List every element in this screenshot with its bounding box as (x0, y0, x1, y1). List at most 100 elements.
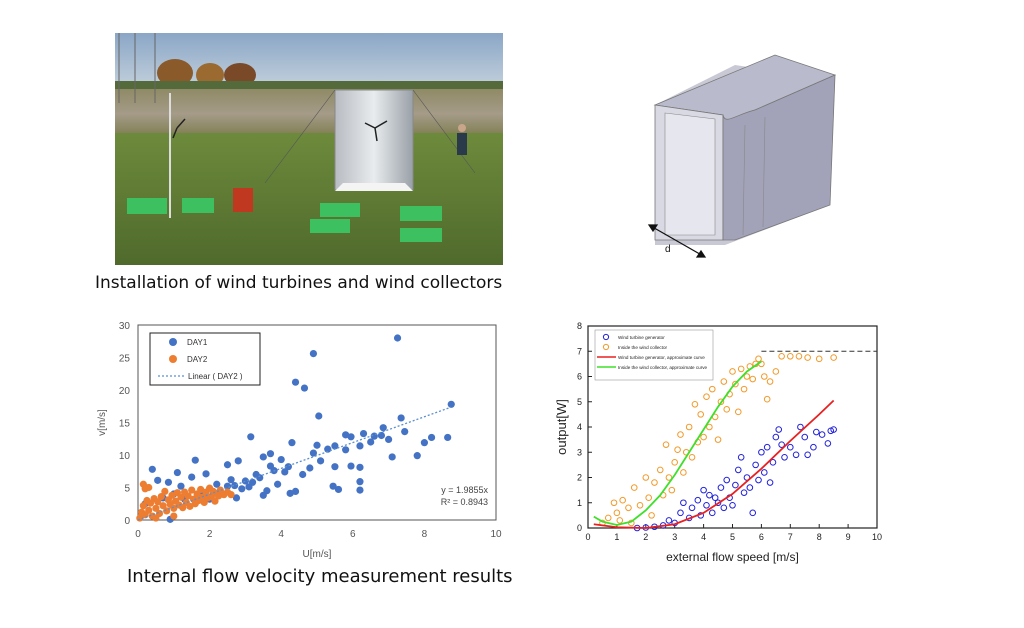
data-point (769, 459, 777, 466)
x-tick-label: 5 (730, 532, 735, 542)
data-point (781, 454, 788, 461)
y-tick-label: 8 (577, 321, 582, 331)
data-point-day1 (247, 433, 255, 441)
data-point (778, 441, 785, 448)
data-point (610, 499, 618, 507)
data-point-day1 (334, 485, 343, 494)
data-point-day1 (288, 439, 296, 447)
data-point (700, 486, 707, 494)
data-point (665, 474, 673, 481)
data-point (703, 393, 710, 400)
data-point (694, 496, 702, 504)
data-point (729, 501, 736, 509)
legend-marker (602, 343, 610, 351)
data-point-day2 (152, 514, 160, 522)
data-point (625, 504, 632, 512)
y-tick-label: 0 (124, 516, 130, 527)
legend-label: DAY1 (187, 338, 208, 347)
installation-photo (115, 33, 503, 265)
data-point (749, 375, 757, 383)
data-point (824, 440, 832, 447)
data-point-day2 (152, 504, 160, 512)
data-point-day2 (161, 487, 169, 495)
data-point-day2 (179, 504, 187, 512)
data-point (651, 479, 658, 486)
y-tick-label: 30 (119, 321, 131, 332)
data-point (778, 353, 785, 360)
data-point-day2 (188, 486, 196, 494)
y-axis-label: v[m/s] (97, 409, 108, 436)
y-tick-label: 5 (124, 484, 130, 495)
x-axis-label: U[m/s] (303, 549, 332, 560)
y-tick-label: 7 (577, 346, 582, 356)
data-point (688, 504, 696, 512)
data-point (830, 354, 837, 361)
data-point (813, 428, 820, 436)
data-point (818, 431, 826, 438)
data-point-day1 (266, 462, 275, 470)
legend-label: Wind turbine generator, approximate curv… (618, 355, 705, 360)
data-point-day1 (154, 476, 162, 484)
data-point-day1 (356, 463, 364, 471)
legend-label: Wind turbine generator (618, 335, 665, 340)
data-point (740, 385, 748, 393)
data-point (668, 486, 676, 494)
data-point (732, 481, 739, 489)
data-point-day1 (309, 350, 318, 358)
data-point-day1 (329, 482, 337, 490)
data-point (645, 494, 652, 501)
data-point-day1 (377, 431, 386, 440)
data-point (734, 408, 742, 416)
data-point (787, 353, 794, 360)
data-point (703, 501, 710, 509)
data-point (665, 517, 673, 524)
data-point (760, 373, 768, 380)
data-point-day1 (177, 482, 185, 490)
data-point-day1 (191, 456, 199, 464)
data-point (706, 423, 713, 431)
data-point-day1 (356, 486, 364, 494)
data-point (720, 504, 728, 512)
data-point (656, 466, 664, 474)
data-point (691, 400, 699, 408)
y-tick-label: 6 (577, 372, 582, 382)
data-point-day1 (367, 438, 375, 446)
legend-label: Linear ( DAY2 ) (188, 372, 243, 381)
data-point-day1 (427, 433, 436, 442)
x-tick-label: 2 (207, 529, 213, 540)
data-point (636, 501, 644, 509)
data-point (616, 517, 624, 524)
data-point (804, 451, 811, 459)
data-point-day1 (148, 465, 156, 473)
data-point-day1 (256, 474, 264, 482)
data-point-day1 (286, 489, 294, 497)
data-point-day1 (231, 481, 239, 490)
y-tick-label: 0 (577, 523, 582, 533)
x-tick-label: 0 (585, 532, 590, 542)
x-tick-label: 9 (846, 532, 851, 542)
data-point (680, 499, 687, 507)
data-point-day2 (145, 506, 153, 514)
x-tick-label: 6 (350, 529, 356, 540)
data-point (714, 436, 722, 443)
data-point-day1 (388, 453, 396, 461)
data-point-day2 (168, 491, 176, 499)
y-tick-label: 10 (119, 451, 131, 462)
data-point (760, 469, 768, 476)
data-point (792, 451, 800, 459)
data-point (804, 354, 811, 361)
x-tick-label: 6 (759, 532, 764, 542)
data-point-day1 (331, 463, 339, 471)
data-point (642, 474, 650, 481)
data-point (680, 469, 687, 476)
data-point-day1 (342, 446, 350, 454)
data-point (830, 426, 837, 433)
y-tick-label: 25 (119, 354, 131, 365)
data-point (677, 509, 684, 517)
data-point-day1 (397, 414, 405, 422)
data-point (729, 368, 736, 375)
data-point-day2 (170, 504, 178, 512)
data-point (662, 441, 670, 448)
